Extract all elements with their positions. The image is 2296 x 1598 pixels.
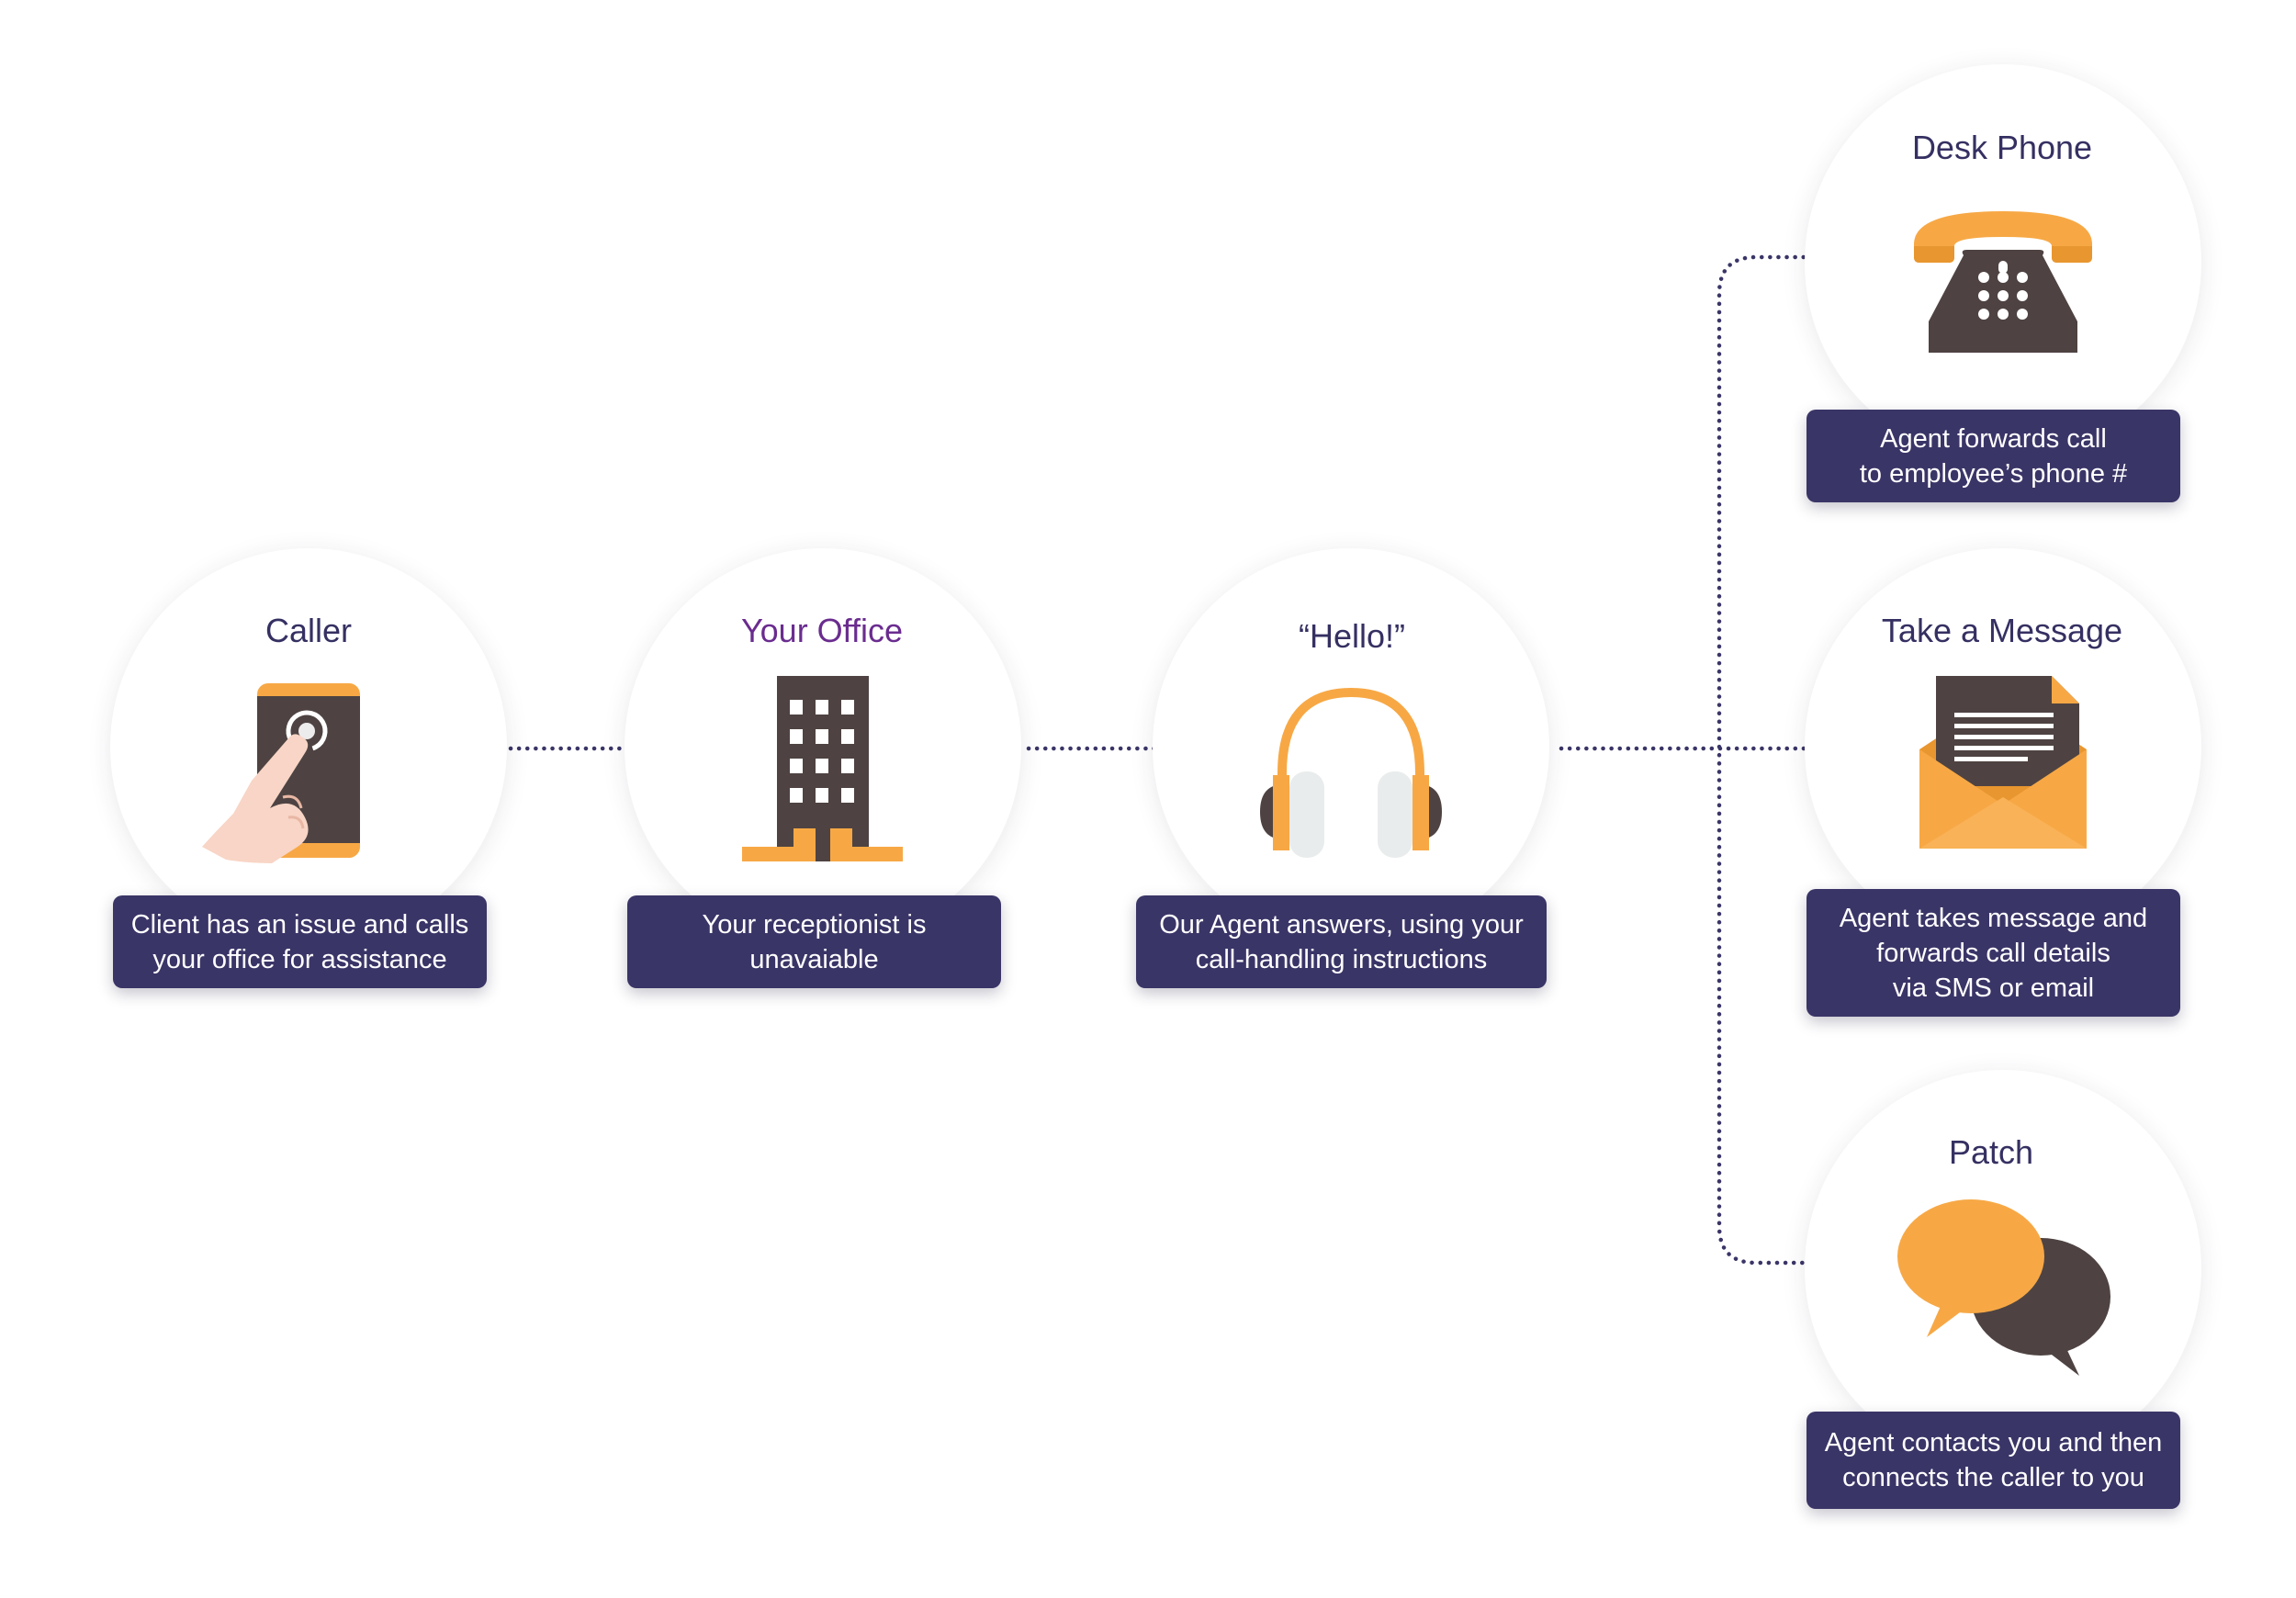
- desk-phone-title: Desk Phone: [1911, 129, 2093, 166]
- desk-phone-icon: [1914, 211, 2092, 353]
- speech-bubbles-icon: [1897, 1199, 2110, 1376]
- agent-node-circle: [1153, 548, 1549, 945]
- message-title: Take a Message: [1881, 612, 2123, 649]
- headset-icon: [1260, 687, 1442, 858]
- envelope-letter-icon: [1919, 676, 2087, 849]
- office-title: Your Office: [740, 612, 904, 649]
- office-building-icon: [742, 676, 903, 861]
- smartphone-tap-icon: [202, 683, 360, 863]
- patch-title: Patch: [1948, 1133, 2034, 1171]
- agent-title: “Hello!”: [1298, 617, 1405, 655]
- caller-title: Caller: [264, 612, 353, 649]
